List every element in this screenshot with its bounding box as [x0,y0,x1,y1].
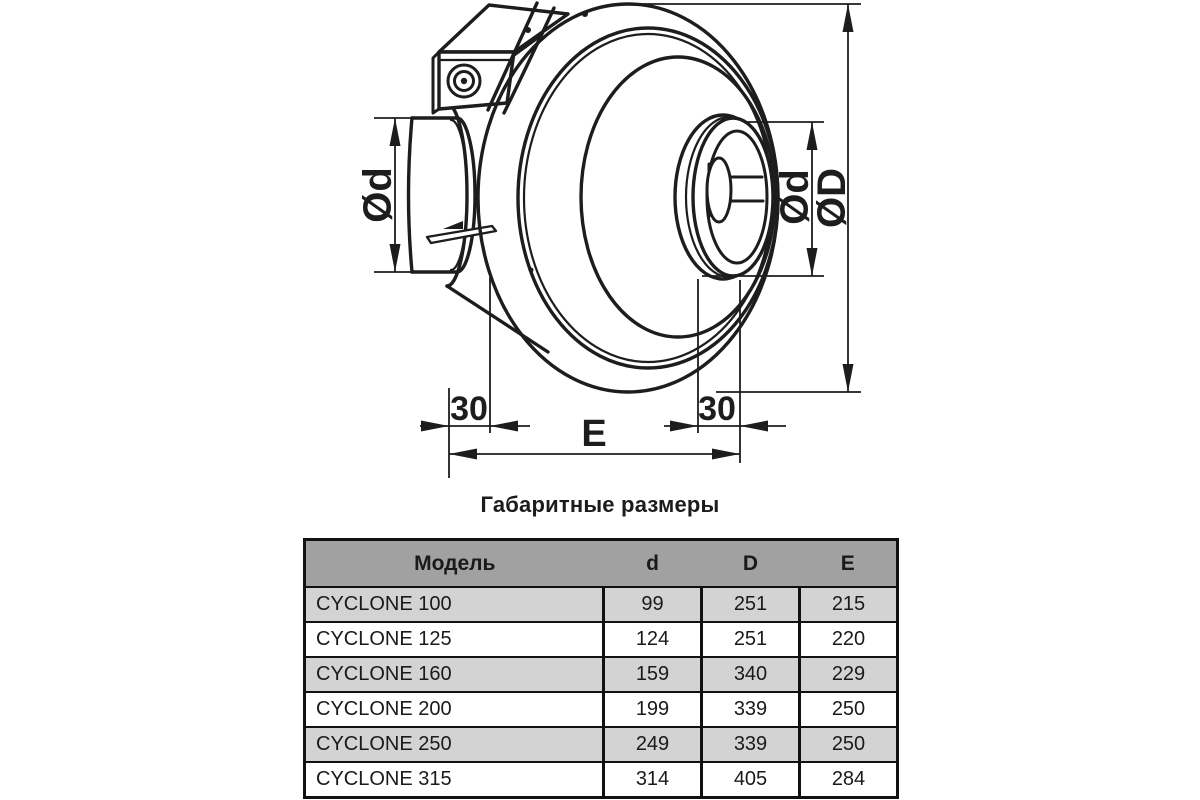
cell-model: CYCLONE 315 [304,761,604,798]
mounting-bracket [431,3,570,115]
cell-D: 339 [700,726,800,762]
cell-d: 249 [602,726,702,762]
cell-E: 250 [798,691,898,727]
dim-label-outlet-diameter: Ød [773,169,817,225]
table-row: CYCLONE 100 99 251 215 [304,586,898,622]
bracket-grommet [446,63,482,99]
table-row: CYCLONE 160 159 340 229 [304,656,898,692]
cell-D: 340 [700,656,800,692]
dimension-inlet-diameter: Ød [356,117,411,273]
cell-D: 251 [700,586,800,622]
dimensions-table: Модель d D E CYCLONE 100 99 251 215 CYCL… [303,538,899,799]
cell-D: 251 [700,621,800,657]
screw-dots [525,11,588,273]
mounting-strap [486,1,556,115]
dim-label-length: E [581,413,606,455]
cell-D: 405 [700,761,800,798]
cell-model: CYCLONE 250 [304,726,604,762]
dimension-outlet-diameter: Ød [702,121,824,277]
cell-d: 99 [602,586,702,622]
dim-label-left-spigot: 30 [450,390,488,428]
cell-d: 199 [602,691,702,727]
header-row: Модель d D E [304,539,898,588]
cell-model: CYCLONE 160 [304,656,604,692]
dim-label-right-spigot: 30 [698,390,736,428]
cell-d: 159 [602,656,702,692]
cell-d: 314 [602,761,702,798]
dimension-length: E [449,413,740,460]
cell-E: 215 [798,586,898,622]
motor-hub [705,156,765,224]
table-row: CYCLONE 125 124 251 220 [304,621,898,657]
cell-E: 250 [798,726,898,762]
cell-E: 220 [798,621,898,657]
dimension-right-spigot: 30 [664,279,786,463]
fan-technical-drawing: Ød Ød ØD 30 [356,1,861,478]
cell-D: 339 [700,691,800,727]
column-header-model: Модель [304,539,604,588]
dim-label-inlet-diameter: Ød [356,167,400,223]
section-title: Габаритные размеры [480,492,720,517]
column-header-D: D [701,539,800,588]
clamp-tab [425,221,498,245]
dimension-left-spigot: 30 [420,277,530,478]
column-header-d: d [603,539,702,588]
cell-d: 124 [602,621,702,657]
cell-E: 284 [798,761,898,798]
cell-model: CYCLONE 100 [304,586,604,622]
table-row: CYCLONE 250 249 339 250 [304,726,898,762]
table-row: CYCLONE 200 199 339 250 [304,691,898,727]
table-row: CYCLONE 315 314 405 284 [304,761,898,798]
dimension-outer-diameter: ØD [630,3,861,393]
cell-model: CYCLONE 125 [304,621,604,657]
cell-model: CYCLONE 200 [304,691,604,727]
dim-label-outer-diameter: ØD [810,168,854,228]
column-header-E: E [799,539,898,588]
cell-E: 229 [798,656,898,692]
inlet-spigot [406,116,477,274]
